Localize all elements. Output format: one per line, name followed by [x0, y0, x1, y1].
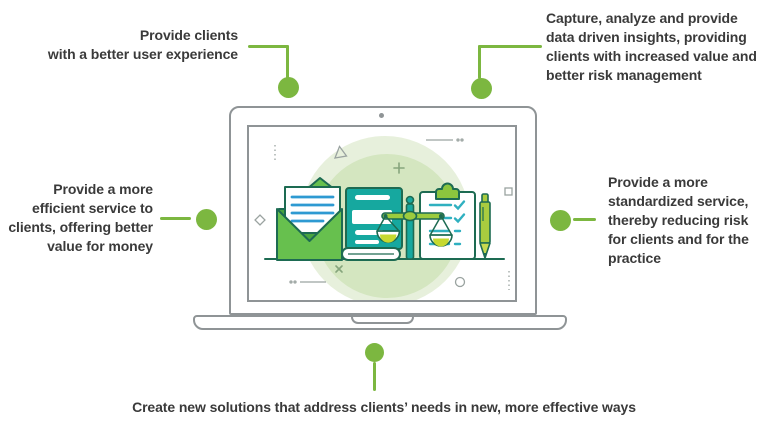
scale-pan-left — [376, 214, 401, 243]
callout-top-left: Provide clients with a better user exper… — [47, 27, 238, 62]
square-icon — [504, 187, 513, 196]
connector-top-left-v — [285, 45, 289, 79]
callout-left: Provide a more efficient service to clie… — [8, 181, 153, 254]
callout-top-right: Capture, analyze and provide data driven… — [546, 10, 757, 83]
laptop-base-notch — [351, 317, 414, 324]
connector-top-left-h — [248, 45, 289, 48]
plus-icon — [393, 162, 405, 174]
decorative-marks — [254, 138, 513, 290]
check-icon — [453, 200, 466, 211]
connector-left-dot — [195, 208, 217, 230]
connector-top-left-dot — [277, 76, 299, 98]
dot-icon — [293, 280, 297, 284]
x-icon — [335, 265, 343, 273]
laptop-screen — [247, 125, 517, 302]
clipboard-clip — [435, 182, 460, 200]
clipboard-checklist-icon — [419, 182, 476, 260]
callout-bottom: Create new solutions that address client… — [132, 399, 636, 415]
connector-bottom-dot — [364, 342, 384, 362]
scale-pan-right — [429, 214, 453, 247]
circle-icon — [454, 276, 466, 288]
dot-icon — [460, 138, 464, 142]
connector-right-dot — [549, 209, 571, 231]
balance-scale-icon — [376, 195, 453, 260]
envelope-icon — [276, 177, 343, 261]
laptop-camera-dot — [379, 113, 384, 118]
connector-bottom-v — [372, 362, 376, 391]
connector-top-right-dot — [470, 77, 492, 99]
letter-text-lines — [290, 195, 335, 223]
connector-right-h — [573, 218, 596, 221]
connector-top-right-v — [478, 45, 481, 79]
laptop-screen-illustration — [254, 136, 513, 300]
callout-right: Provide a more standardized service, the… — [608, 174, 749, 266]
pen-icon — [479, 193, 491, 259]
dot-icon — [289, 280, 293, 284]
triangle-icon — [333, 145, 348, 159]
connector-top-right-h — [478, 45, 542, 48]
connector-left-h — [160, 217, 191, 220]
diamond-icon — [254, 214, 266, 226]
dot-icon — [456, 138, 460, 142]
check-icon — [453, 213, 466, 224]
